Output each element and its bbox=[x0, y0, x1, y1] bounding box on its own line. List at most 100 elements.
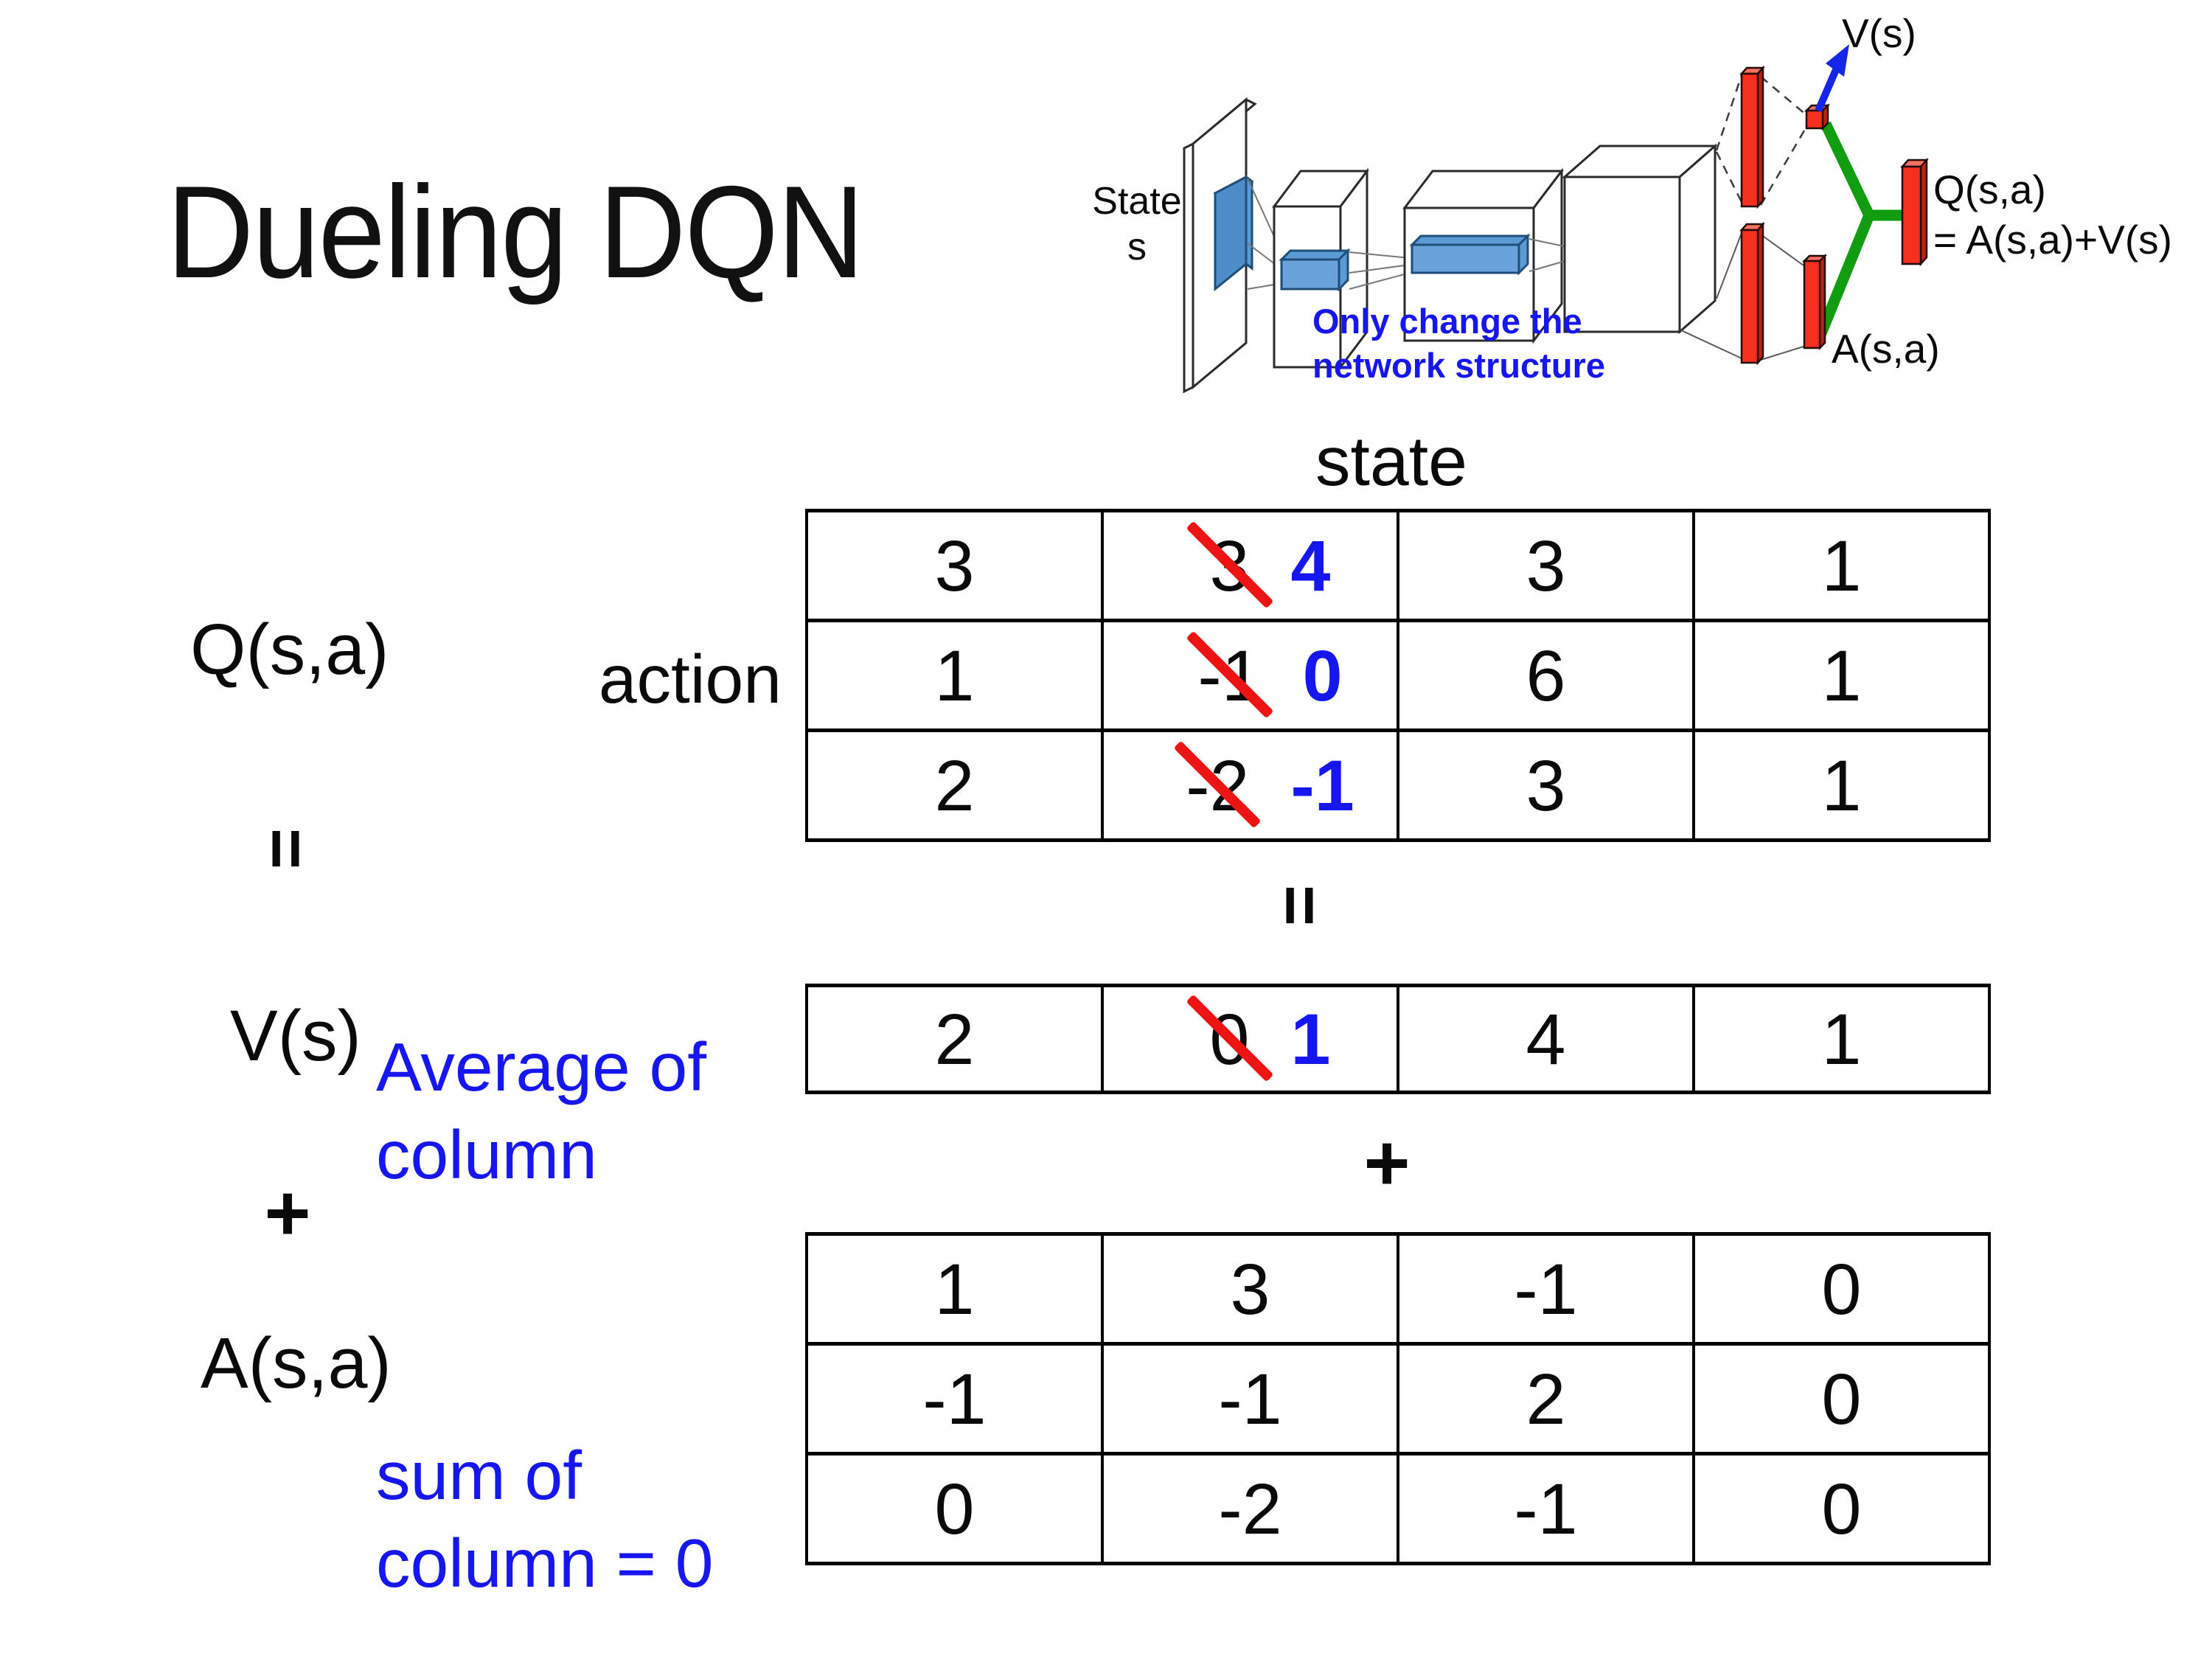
cell-value: 1 bbox=[934, 1248, 975, 1329]
table-cell: 1 bbox=[1692, 619, 1991, 732]
merge-connector bbox=[1816, 121, 1904, 335]
a-function-label: A(s,a) bbox=[201, 1323, 392, 1403]
value-stream-links bbox=[1715, 74, 1808, 206]
table-cell: -1 bbox=[1397, 1232, 1695, 1346]
table-cell: 0 bbox=[1692, 1232, 1991, 1346]
conv-lines-2 bbox=[1349, 251, 1411, 290]
sum-note-line1: sum of bbox=[376, 1437, 582, 1514]
equals-rotated-left: = bbox=[247, 827, 326, 870]
table-row: 1 -1 0 6 1 bbox=[805, 619, 1991, 732]
table-cell: -2 bbox=[1101, 1452, 1399, 1565]
table-cell: 3 bbox=[805, 509, 1104, 622]
cell-value: -2 bbox=[1218, 1468, 1282, 1549]
equals-rotated-mid: = bbox=[1261, 884, 1340, 927]
plus-left: + bbox=[264, 1168, 311, 1257]
q-output-label-line1: Q(s,a) bbox=[1933, 167, 2046, 212]
cell-value: 2 bbox=[1526, 1358, 1566, 1439]
table-row: -1 -1 2 0 bbox=[805, 1342, 1991, 1455]
cell-value: 3 bbox=[934, 525, 975, 606]
table-row: 1 3 -1 0 bbox=[805, 1232, 1991, 1346]
crossed-value-group: 0 1 bbox=[1104, 994, 1397, 1082]
new-value: 0 bbox=[1302, 635, 1343, 716]
v-function-label: V(s) bbox=[230, 995, 361, 1076]
cell-value: 1 bbox=[1821, 635, 1862, 716]
crossed-value-group: -1 0 bbox=[1104, 630, 1397, 719]
v-arrow bbox=[1815, 44, 1849, 112]
table-cell: 1 bbox=[1692, 728, 1991, 842]
cell-value: 2 bbox=[934, 998, 975, 1079]
q-output-bar bbox=[1900, 157, 1929, 267]
network-diagram: State s V(s) Q(s,a) = A(s,a)+V(s) A(s,a)… bbox=[1092, 10, 2172, 394]
action-label: action bbox=[598, 641, 782, 717]
v-output-label: V(s) bbox=[1842, 10, 1916, 56]
cell-value: 4 bbox=[1526, 998, 1566, 1079]
a-table: 1 3 -1 0 -1 -1 2 0 0 -2 -1 0 bbox=[805, 1232, 1991, 1565]
q-table: 3 3 4 3 1 1 -1 0 6 1 2 bbox=[805, 509, 1991, 842]
filter-bar-1 bbox=[1279, 248, 1351, 292]
advantage-stream-links bbox=[1680, 232, 1804, 361]
table-cell: 4 bbox=[1397, 984, 1695, 1094]
state-header: state bbox=[1315, 422, 1467, 501]
table-row: 3 3 4 3 1 bbox=[805, 509, 1991, 622]
cell-value: 0 bbox=[1821, 1248, 1862, 1329]
filter-slab bbox=[1213, 175, 1254, 292]
advantage-bar bbox=[1801, 253, 1828, 351]
table-cell: 6 bbox=[1397, 619, 1695, 732]
fc-bar-advantage bbox=[1739, 221, 1765, 366]
table-cell: 2 bbox=[805, 984, 1104, 1094]
sum-note: sum of column = 0 bbox=[376, 1432, 714, 1607]
old-value-wrap: 3 bbox=[1186, 521, 1273, 609]
table-cell: 0 bbox=[1692, 1342, 1991, 1455]
cell-value: 3 bbox=[1230, 1248, 1270, 1329]
cell-value: 6 bbox=[1526, 635, 1566, 716]
table-cell: -1 bbox=[1101, 1342, 1399, 1455]
fc-bar-value bbox=[1739, 65, 1765, 209]
crossed-value-group: 3 4 bbox=[1104, 521, 1397, 609]
table-row: 2 0 1 4 1 bbox=[805, 984, 1991, 1094]
plus-mid: + bbox=[1363, 1118, 1411, 1207]
crossed-value-group: -2 -1 bbox=[1104, 740, 1397, 829]
q-output-label-line2: = A(s,a)+V(s) bbox=[1933, 217, 2172, 262]
cell-value: -1 bbox=[1514, 1248, 1578, 1329]
cell-value: 1 bbox=[1821, 525, 1862, 606]
table-cell: 1 bbox=[805, 619, 1104, 732]
table-row: 2 -2 -1 3 1 bbox=[805, 728, 1991, 842]
cell-value: 1 bbox=[1821, 745, 1862, 826]
cell-value: 1 bbox=[934, 635, 975, 716]
crossed-cell: -1 0 bbox=[1101, 619, 1399, 732]
slide-title: Dueling DQN bbox=[167, 159, 864, 305]
cell-value: 0 bbox=[1821, 1358, 1862, 1439]
table-cell: 1 bbox=[1692, 984, 1991, 1094]
filter-bar-2 bbox=[1409, 233, 1531, 276]
table-cell: 1 bbox=[1692, 509, 1991, 622]
new-value: 1 bbox=[1290, 998, 1331, 1079]
cell-value: 3 bbox=[1526, 525, 1566, 606]
cell-value: 2 bbox=[934, 745, 975, 826]
cell-value: 3 bbox=[1526, 745, 1566, 826]
q-function-label: Q(s,a) bbox=[190, 609, 389, 689]
table-cell: -1 bbox=[805, 1342, 1104, 1455]
table-cell: 2 bbox=[1397, 1342, 1695, 1455]
diagram-note-line2: network structure bbox=[1312, 346, 1605, 385]
cell-value: -1 bbox=[922, 1358, 987, 1439]
table-cell: 1 bbox=[805, 1232, 1104, 1346]
cell-value: 1 bbox=[1821, 998, 1862, 1079]
old-value-wrap: -1 bbox=[1186, 630, 1273, 719]
conv-box-2 bbox=[1402, 167, 1565, 344]
v-table: 2 0 1 4 1 bbox=[805, 984, 1991, 1094]
cell-value: 0 bbox=[934, 1468, 975, 1549]
old-value-wrap: 0 bbox=[1186, 994, 1273, 1082]
average-note-line2: column bbox=[376, 1116, 597, 1193]
table-cell: 0 bbox=[1692, 1452, 1991, 1565]
new-value: 4 bbox=[1290, 525, 1331, 606]
table-row: 0 -2 -1 0 bbox=[805, 1452, 1991, 1565]
table-cell: -1 bbox=[1397, 1452, 1695, 1565]
average-note: Average of column bbox=[376, 1023, 706, 1199]
state-label-line2: s bbox=[1127, 226, 1147, 268]
crossed-cell: 0 1 bbox=[1101, 984, 1399, 1094]
conv-box-3 bbox=[1562, 143, 1718, 335]
table-cell: 3 bbox=[1397, 728, 1695, 842]
cell-value: -1 bbox=[1514, 1468, 1578, 1549]
cell-value: -1 bbox=[1218, 1358, 1282, 1439]
